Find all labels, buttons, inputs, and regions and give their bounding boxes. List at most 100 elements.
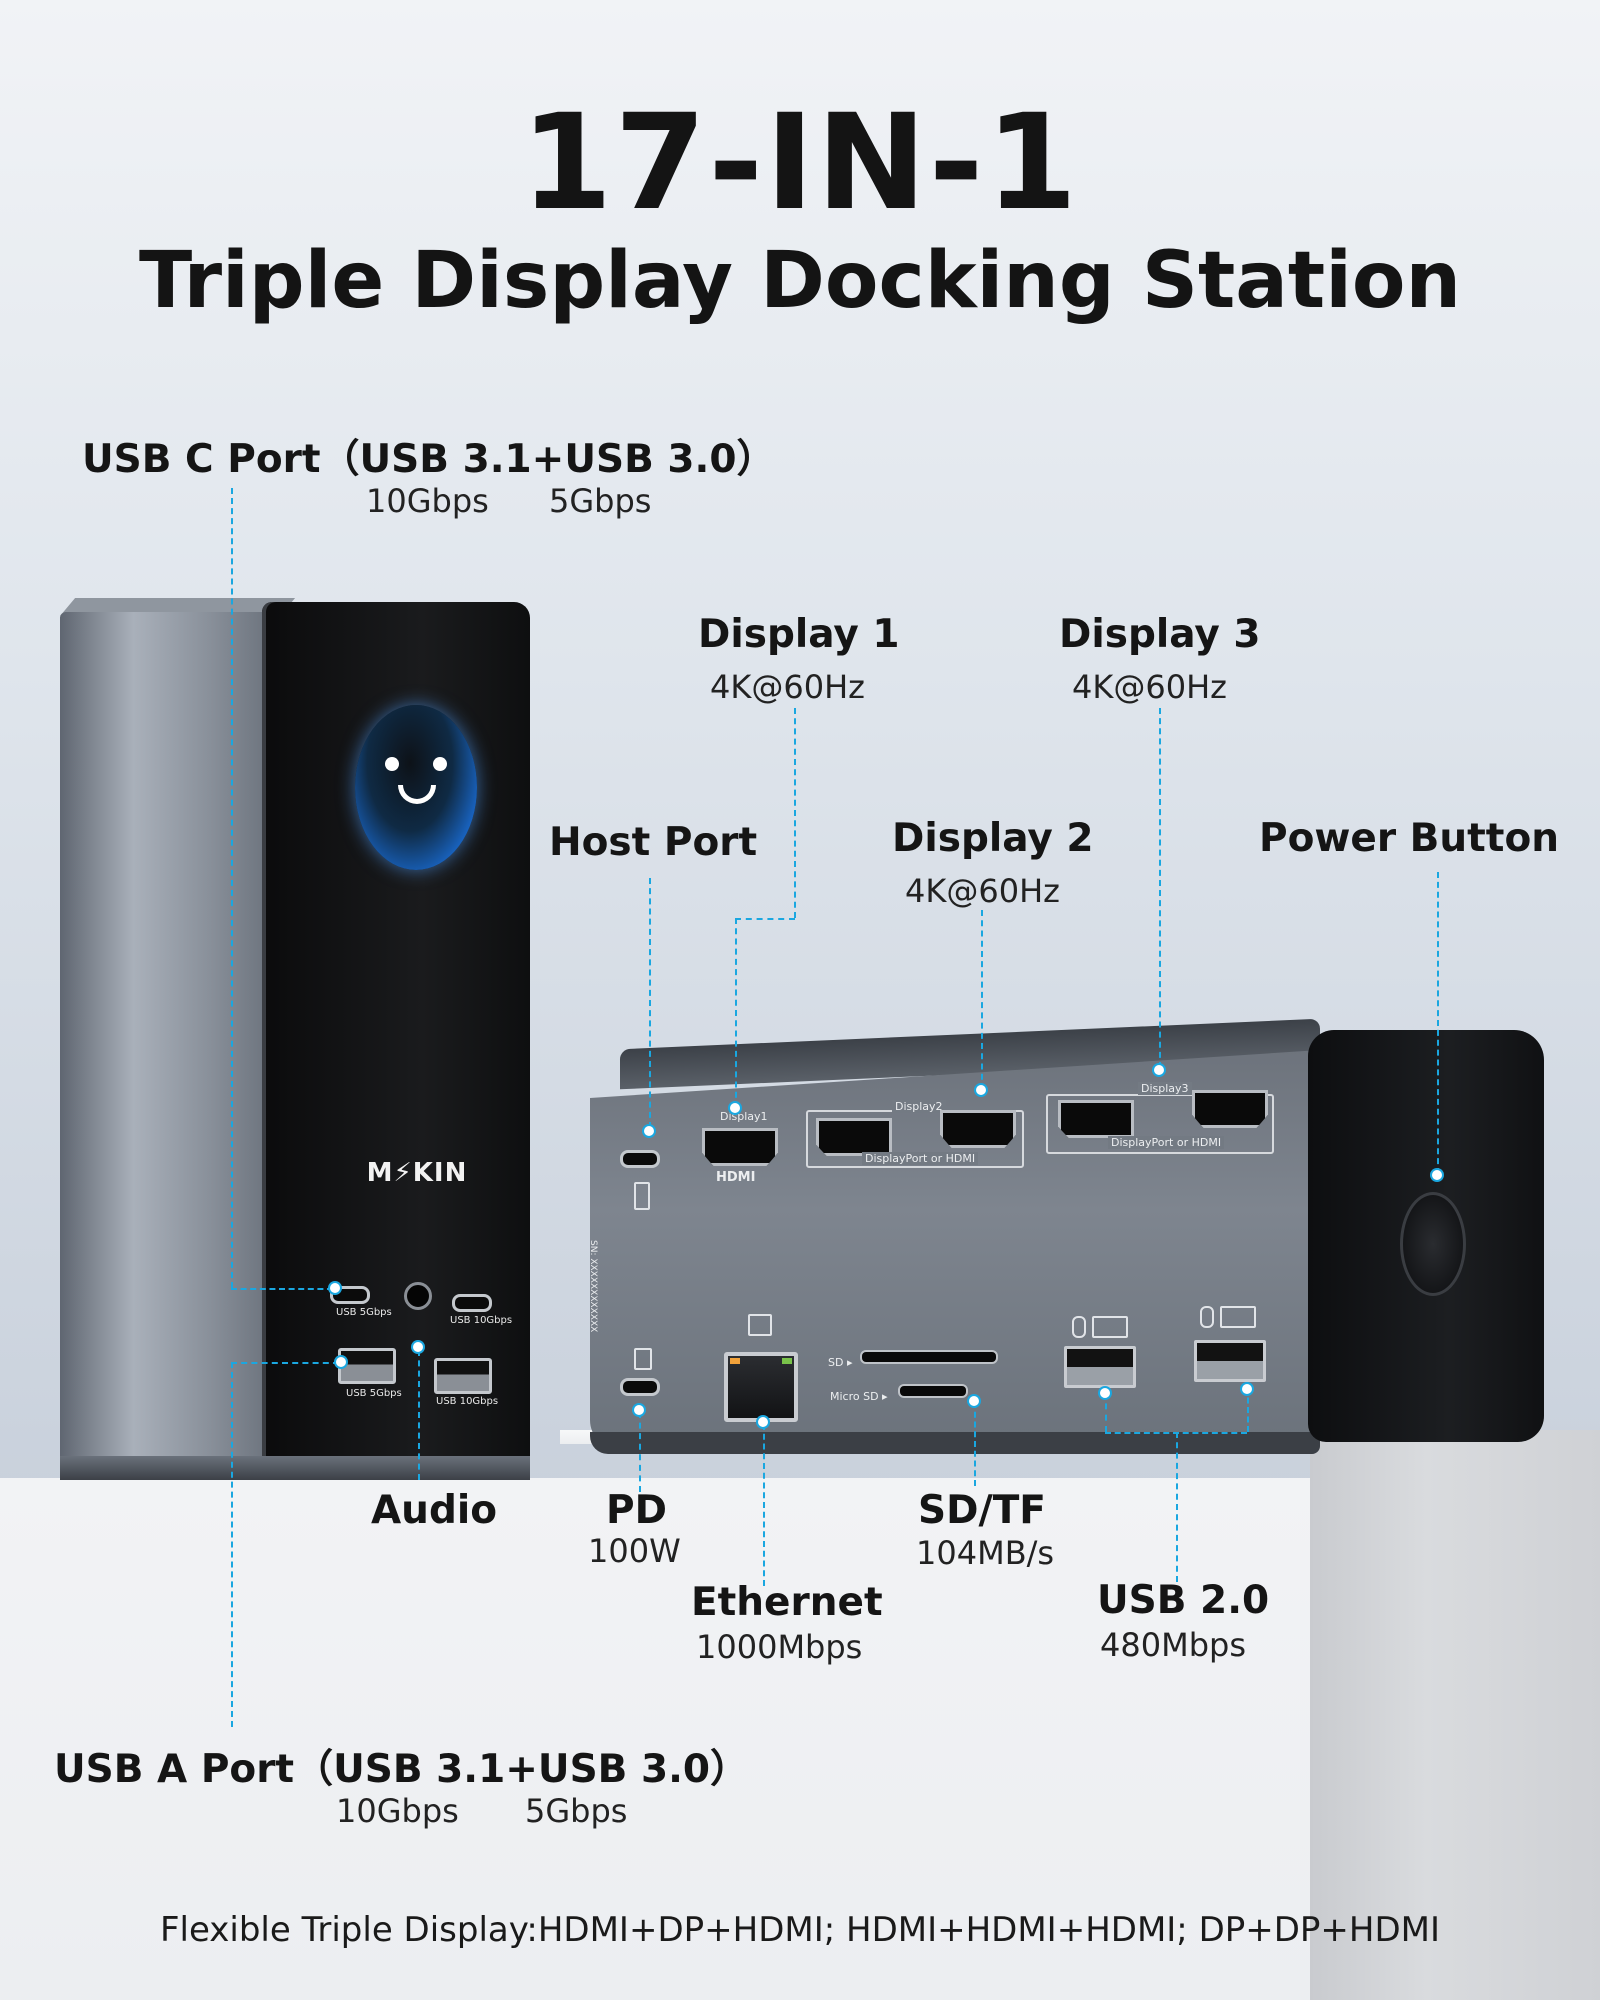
usb-c-speed-5g: 5Gbps xyxy=(549,482,652,520)
host-marker xyxy=(644,1126,654,1136)
display1-print: Display1 xyxy=(720,1110,768,1123)
audio-leader xyxy=(418,1350,420,1480)
laptop-icon xyxy=(634,1182,650,1210)
keyboard-icon xyxy=(1092,1316,1128,1338)
audio-jack-port xyxy=(404,1282,432,1310)
keyboard-icon xyxy=(1220,1306,1256,1328)
front-usb-c-10g-label: USB 10Gbps xyxy=(450,1315,513,1326)
power-button-label: Power Button xyxy=(1259,816,1560,861)
brand-logo: M⚡KIN xyxy=(366,1158,468,1188)
display2-dp-or-hdmi-print: DisplayPort or HDMI xyxy=(862,1152,979,1165)
front-usb-c-5g-port xyxy=(330,1286,370,1304)
audio-label: Audio xyxy=(371,1488,498,1533)
power-leader xyxy=(1437,872,1439,1174)
page-subtitle: Triple Display Docking Station xyxy=(138,236,1462,326)
sd-card-slot xyxy=(860,1350,998,1364)
usb-c-port-label: USB C Port（USB 3.1+USB 3.0） xyxy=(82,437,776,482)
usb-a-speed-5g: 5Gbps xyxy=(525,1792,628,1830)
usb-a-port-label: USB A Port（USB 3.1+USB 3.0） xyxy=(54,1747,750,1792)
display1-leader-v2 xyxy=(735,918,737,1108)
ethernet-leader xyxy=(763,1424,765,1586)
usb-c-speed-10g: 10Gbps xyxy=(366,482,489,520)
sd-tf-spec: 104MB/s xyxy=(916,1534,1055,1572)
pd-leader xyxy=(639,1412,641,1492)
audio-marker xyxy=(413,1342,423,1352)
display3-hdmi-port xyxy=(1192,1090,1268,1128)
usb-c-leader-h xyxy=(231,1288,333,1290)
display-2-spec: 4K@60Hz xyxy=(905,872,1060,910)
usb-a-leader xyxy=(231,1362,233,1727)
pd-spec: 100W xyxy=(588,1532,681,1570)
usb-a-leader-h xyxy=(231,1362,339,1364)
display-1-label: Display 1 xyxy=(698,612,900,657)
hdmi-print: HDMI xyxy=(716,1170,756,1185)
ethernet-port xyxy=(724,1352,798,1422)
display3-dp-or-hdmi-print: DisplayPort or HDMI xyxy=(1108,1136,1225,1149)
ethernet-label: Ethernet xyxy=(691,1580,883,1625)
micro-sd-slot xyxy=(898,1384,968,1398)
ethernet-led-left xyxy=(730,1358,740,1364)
usb2-leader-v xyxy=(1176,1432,1178,1582)
usb-a-speed-10g: 10Gbps xyxy=(336,1792,459,1830)
sd-print: SD ▸ xyxy=(828,1356,853,1369)
host-port-label: Host Port xyxy=(549,820,758,865)
display-1-spec: 4K@60Hz xyxy=(710,668,865,706)
ethernet-spec: 1000Mbps xyxy=(696,1628,863,1666)
display1-leader xyxy=(794,708,796,918)
right-eye-icon xyxy=(433,757,447,771)
front-usb-c-5g-label: USB 5Gbps xyxy=(336,1307,392,1318)
ethernet-marker xyxy=(758,1417,768,1427)
page-title: 17-IN-1 xyxy=(520,86,1080,240)
front-usb-a-5g-label: USB 5Gbps xyxy=(346,1388,402,1399)
tower-side-panel xyxy=(60,612,270,1472)
display2-marker xyxy=(976,1085,986,1095)
display3-print: Display3 xyxy=(1138,1082,1192,1095)
tower-base xyxy=(60,1456,530,1480)
usb-c-leader xyxy=(231,488,233,1288)
usb2-marker-1 xyxy=(1100,1388,1110,1398)
usb-2-label: USB 2.0 xyxy=(1097,1578,1270,1623)
micro-sd-print: Micro SD ▸ xyxy=(830,1390,888,1403)
usb2-leader-1 xyxy=(1105,1392,1107,1432)
pd-icon xyxy=(634,1348,652,1370)
serial-number: SN: XXXXXXXXXXXX xyxy=(588,1240,598,1333)
power-marker xyxy=(1432,1170,1442,1180)
mouse-icon xyxy=(1200,1306,1214,1328)
usb-c-marker xyxy=(330,1283,340,1293)
pd-label: PD xyxy=(606,1488,667,1533)
display3-marker xyxy=(1154,1065,1164,1075)
smile-icon xyxy=(398,785,436,804)
display3-group-frame xyxy=(1046,1094,1274,1154)
pd-usb-c-port xyxy=(620,1378,660,1396)
usb-a-marker xyxy=(336,1357,346,1367)
usb2-port-2 xyxy=(1194,1340,1266,1382)
display1-leader-h xyxy=(735,918,795,920)
usb2-port-1 xyxy=(1064,1346,1136,1388)
left-eye-icon xyxy=(385,757,399,771)
usb-2-spec: 480Mbps xyxy=(1100,1626,1246,1664)
usb2-marker-2 xyxy=(1242,1384,1252,1394)
display2-dp-port xyxy=(816,1118,892,1156)
smiley-face-display xyxy=(355,705,477,870)
display-3-spec: 4K@60Hz xyxy=(1072,668,1227,706)
display2-hdmi-port xyxy=(940,1110,1016,1148)
step-surface xyxy=(1310,1430,1600,2000)
display2-leader xyxy=(981,910,983,1090)
power-button-icon xyxy=(1400,1192,1466,1296)
sd-leader xyxy=(974,1402,976,1486)
dock-bottom-edge xyxy=(590,1432,1320,1454)
sd-marker xyxy=(969,1396,979,1406)
display1-hdmi-port xyxy=(702,1128,778,1166)
sd-tf-label: SD/TF xyxy=(918,1488,1046,1533)
display1-marker xyxy=(730,1103,740,1113)
host-leader xyxy=(649,878,651,1128)
pd-marker xyxy=(634,1405,644,1415)
usb2-leader-2 xyxy=(1247,1388,1249,1432)
front-usb-a-5g-port xyxy=(338,1348,396,1384)
display3-dp-port xyxy=(1058,1100,1134,1138)
network-icon xyxy=(748,1314,772,1336)
mouse-icon xyxy=(1072,1316,1086,1338)
display2-print: Display2 xyxy=(892,1100,946,1113)
display-3-label: Display 3 xyxy=(1059,612,1261,657)
display-2-label: Display 2 xyxy=(892,816,1094,861)
